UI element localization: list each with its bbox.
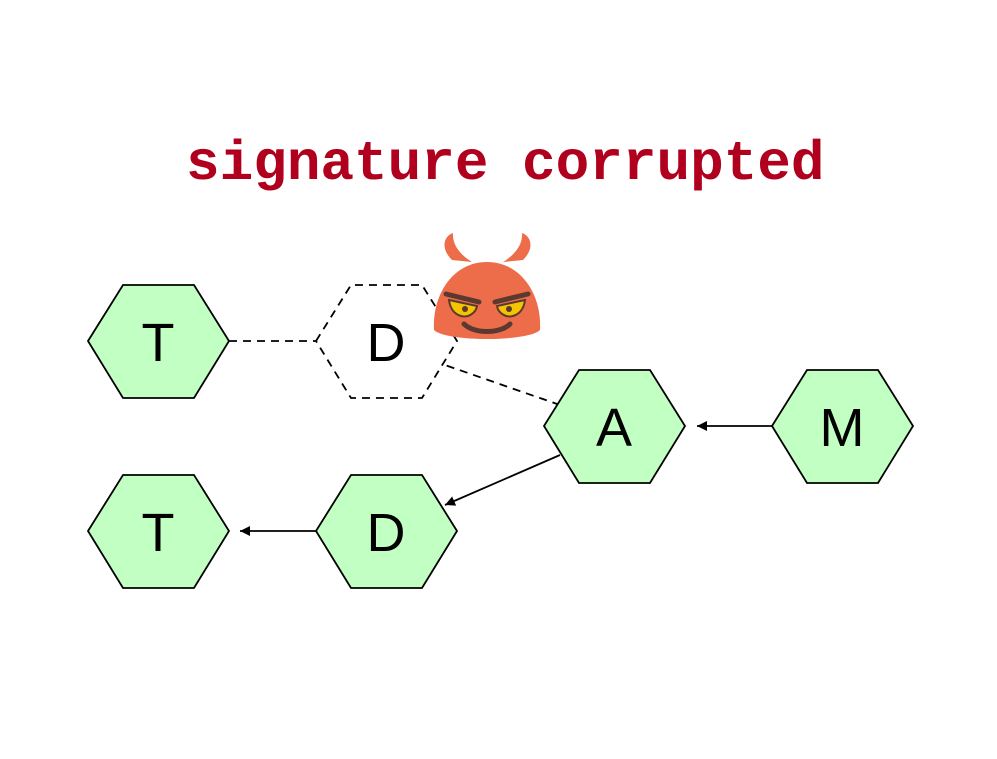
node-m-label: M [820,398,865,458]
node-a: A [542,369,687,484]
smiling-devil-icon [433,233,541,339]
edge-a-d1 [441,363,561,406]
node-d2-label: D [367,503,406,563]
node-a-label: A [596,398,632,458]
node-t1-label: T [142,313,175,373]
node-t2-label: T [142,503,175,563]
node-d1: D [314,284,459,399]
diagram-title: signature corrupted [186,132,825,196]
node-t2: T [86,474,231,589]
edge-a-d2 [444,454,561,506]
node-d1-label: D [367,313,406,373]
node-t1: T [86,284,231,399]
node-m: M [770,369,915,484]
node-d2: D [314,474,459,589]
